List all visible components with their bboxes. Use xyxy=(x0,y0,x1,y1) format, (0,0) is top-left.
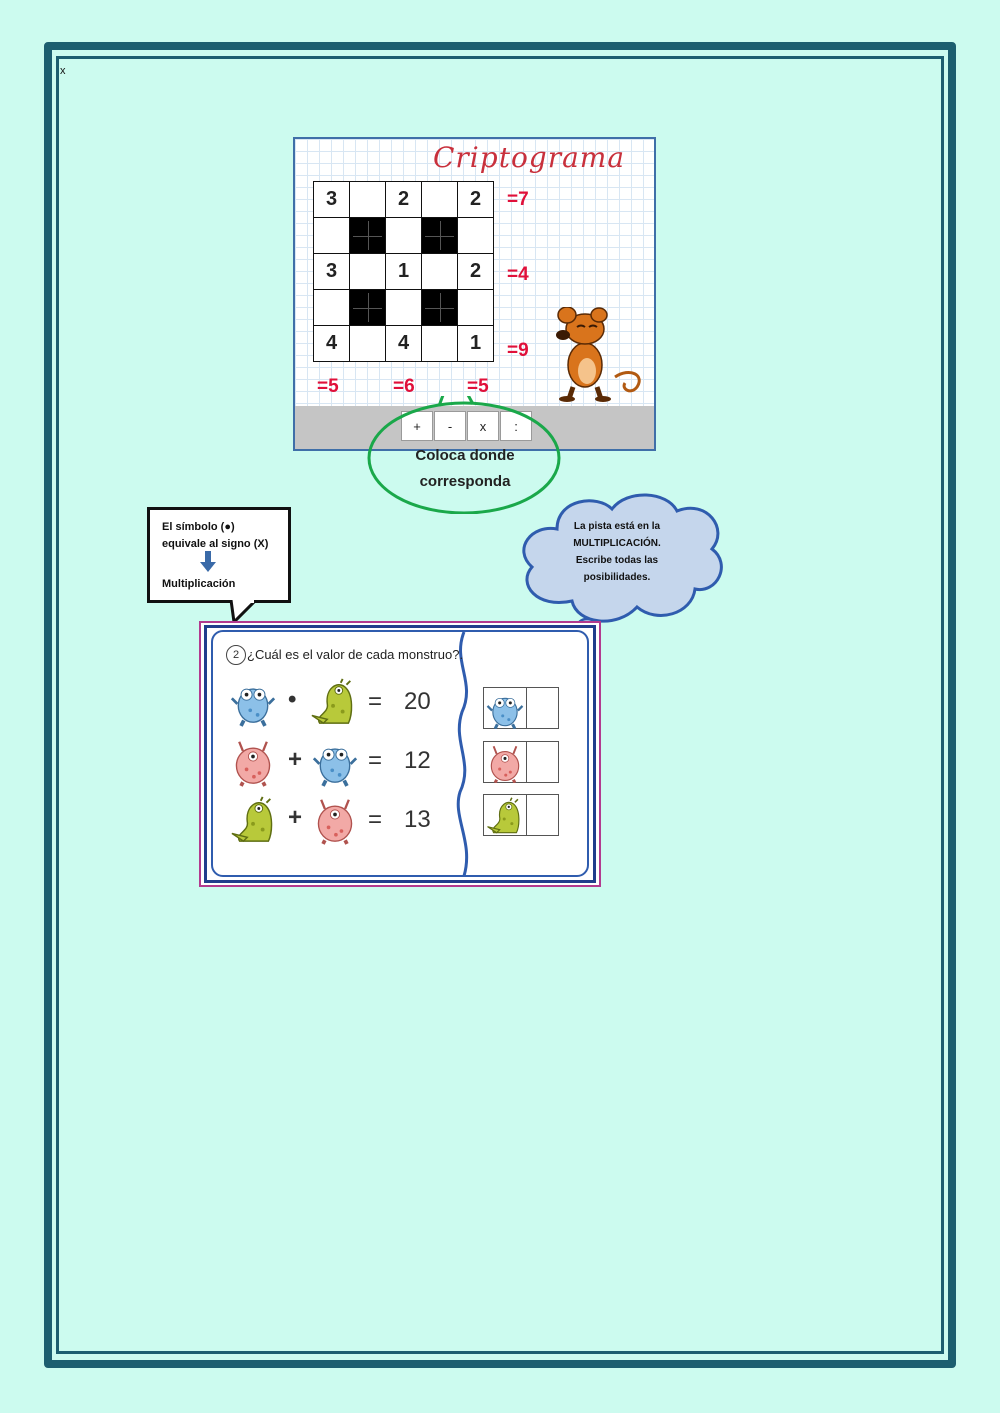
operator-symbol: • xyxy=(288,686,297,713)
grid-cell-empty[interactable] xyxy=(313,289,350,326)
grid-cell-blocked xyxy=(421,217,458,254)
criptograma-panel: Criptograma 3 2 2 3 1 2 xyxy=(293,137,656,451)
green-monster-icon xyxy=(310,677,358,727)
answer-input-green[interactable] xyxy=(528,796,562,836)
question-text: ¿Cuál es el valor de cada monstruo?. xyxy=(247,647,464,662)
grid-cell-blocked xyxy=(349,289,386,326)
green-bubble-line: corresponda xyxy=(419,473,511,490)
col-result: =5 xyxy=(467,376,489,397)
mouse-icon xyxy=(556,307,641,402)
green-monster-icon xyxy=(230,795,278,845)
cloud-line: Escribe todas las xyxy=(575,555,659,566)
col-result: =5 xyxy=(317,376,339,397)
grid-cell-blocked xyxy=(421,289,458,326)
green-speech-bubble xyxy=(367,396,561,514)
operator-choices: + - x : xyxy=(401,411,533,441)
grid-cell: 1 xyxy=(457,325,494,362)
equation-result: 20 xyxy=(404,688,431,715)
close-button[interactable]: x xyxy=(60,65,66,77)
grid-cell-empty[interactable] xyxy=(349,253,386,290)
page-frame-inner xyxy=(56,56,944,1354)
equals-sign: = xyxy=(368,806,383,833)
col-result: =6 xyxy=(393,376,415,397)
blue-monster-icon xyxy=(312,737,358,787)
equals-sign: = xyxy=(368,747,383,774)
callout-line: equivale al signo (X) xyxy=(162,538,269,550)
blue-monster-icon xyxy=(230,677,276,727)
equation-result: 13 xyxy=(404,806,431,833)
operator-plus-button[interactable]: + xyxy=(401,411,433,441)
grid-cell: 4 xyxy=(313,325,350,362)
grid-cell-empty[interactable] xyxy=(385,289,422,326)
grid-cell-empty[interactable] xyxy=(421,325,458,362)
grid-cell-empty[interactable] xyxy=(421,253,458,290)
answer-box-green xyxy=(483,794,562,836)
criptograma-title: Criptograma xyxy=(433,141,626,174)
pink-monster-icon xyxy=(230,737,276,787)
green-bubble-line: Coloca donde xyxy=(415,447,515,464)
cloud-line: posibilidades. xyxy=(583,572,651,583)
grid-cell: 2 xyxy=(457,253,494,290)
grid-cell: 3 xyxy=(313,253,350,290)
pink-monster-icon xyxy=(312,795,358,845)
green-monster-icon xyxy=(486,796,524,836)
callout-box xyxy=(147,507,291,603)
pink-monster-icon xyxy=(486,743,524,783)
grid-cell: 2 xyxy=(457,181,494,218)
grid-cell: 1 xyxy=(385,253,422,290)
equals-sign: = xyxy=(368,688,383,715)
grid-cell-empty[interactable] xyxy=(457,217,494,254)
grid-cell-empty[interactable] xyxy=(313,217,350,254)
answer-box-blue xyxy=(483,687,562,729)
callout-text: El símbolo (●) equivale al signo (X) xyxy=(162,519,286,553)
row-result: =4 xyxy=(507,264,529,285)
grid-cell-empty[interactable] xyxy=(457,289,494,326)
answer-input-blue[interactable] xyxy=(528,689,562,729)
answer-input-pink[interactable] xyxy=(528,743,562,783)
grid-cell: 3 xyxy=(313,181,350,218)
callout-line: Multiplicación xyxy=(162,578,236,590)
page-frame xyxy=(44,42,956,1368)
grid-cell-empty[interactable] xyxy=(349,181,386,218)
row-result: =7 xyxy=(507,189,529,210)
cloud-line: MULTIPLICACIÓN. xyxy=(573,538,661,549)
callout-line: El símbolo (●) xyxy=(162,521,235,533)
arrow-down-icon xyxy=(200,551,216,572)
cloud-line: La pista está en la xyxy=(573,521,661,532)
question-number: 2 xyxy=(226,645,246,665)
equation-result: 12 xyxy=(404,747,431,774)
wavy-divider xyxy=(456,632,469,876)
grid-cell: 2 xyxy=(385,181,422,218)
operator-times-button[interactable]: x xyxy=(467,411,499,441)
grid-cell-empty[interactable] xyxy=(349,325,386,362)
grid-cell-empty[interactable] xyxy=(421,181,458,218)
operator-minus-button[interactable]: - xyxy=(434,411,466,441)
row-result: =9 xyxy=(507,340,529,361)
answer-box-pink xyxy=(483,741,562,783)
cloud-text: La pista está en la MULTIPLICACIÓN. Escr… xyxy=(550,518,684,586)
operator-symbol: + xyxy=(288,746,303,773)
green-bubble-text: Coloca donde corresponda xyxy=(378,443,552,495)
criptograma-grid: 3 2 2 3 1 2 4 xyxy=(313,181,494,362)
grid-cell: 4 xyxy=(385,325,422,362)
grid-cell-empty[interactable] xyxy=(385,217,422,254)
operator-symbol: + xyxy=(288,804,303,831)
grid-cell-blocked xyxy=(349,217,386,254)
blue-monster-icon xyxy=(486,689,524,729)
